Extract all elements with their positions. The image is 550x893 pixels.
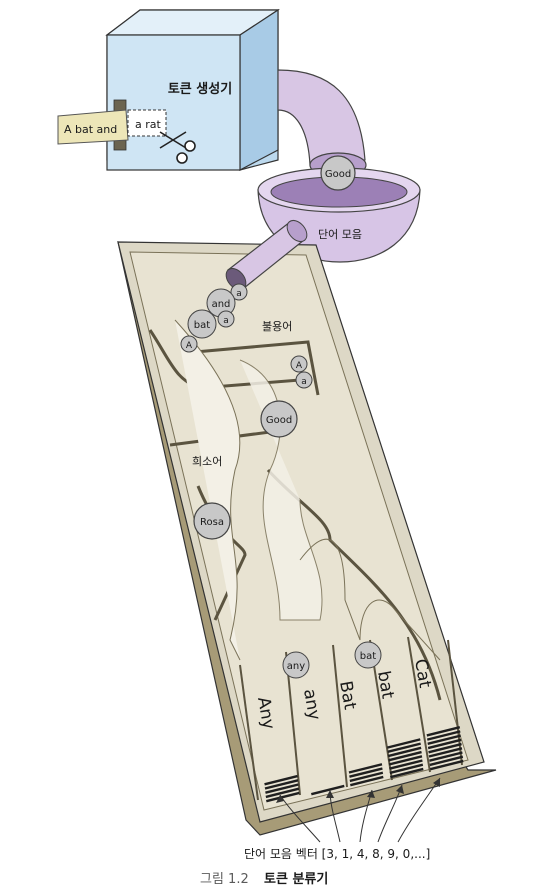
count-bar bbox=[389, 763, 424, 775]
stopwords-label: 불용어 bbox=[262, 320, 292, 333]
count-bar bbox=[389, 759, 423, 770]
svg-text:and: and bbox=[212, 299, 231, 310]
count-bar bbox=[387, 746, 422, 758]
svg-text:Good: Good bbox=[266, 415, 292, 426]
svg-text:A: A bbox=[186, 341, 193, 351]
slot-word-4: bat bbox=[373, 669, 398, 700]
svg-text:a: a bbox=[236, 289, 242, 299]
count-bar bbox=[428, 742, 462, 754]
count-bar bbox=[427, 738, 462, 750]
slot-tokens: any bat bbox=[282, 641, 382, 679]
vector-label: 단어 모음 벡터 [3, 1, 4, 8, 9, 0,...] bbox=[244, 847, 430, 861]
svg-text:A: A bbox=[296, 361, 303, 371]
count-bar bbox=[264, 774, 298, 786]
count-bar bbox=[264, 779, 299, 790]
caption-number: 그림 1.2 bbox=[200, 872, 249, 887]
count-bar bbox=[427, 734, 461, 746]
count-bar bbox=[429, 759, 464, 771]
pipe-token-A: A bbox=[180, 335, 198, 353]
svg-text:a: a bbox=[223, 316, 229, 326]
count-bar bbox=[265, 787, 300, 799]
slot-token-any: any bbox=[282, 651, 310, 679]
stop-token-A: A bbox=[290, 355, 308, 373]
count-bar-stacks bbox=[264, 726, 464, 803]
count-bar bbox=[266, 791, 300, 803]
count-bar bbox=[349, 771, 384, 783]
tokenizer-tube bbox=[277, 69, 366, 166]
sorting-board bbox=[117, 241, 497, 836]
count-bar bbox=[388, 750, 422, 762]
count-bar bbox=[348, 763, 383, 774]
stop-token-a: a bbox=[295, 371, 313, 389]
pipe-token-a-2: a bbox=[217, 310, 235, 328]
rare-words-label: 희소어 bbox=[192, 455, 222, 468]
count-bar bbox=[349, 767, 383, 778]
count-bar bbox=[311, 784, 345, 796]
count-bar bbox=[429, 751, 463, 762]
count-bar bbox=[265, 783, 299, 794]
rosa-token: Rosa bbox=[193, 502, 231, 540]
scissors-icon bbox=[159, 131, 196, 164]
pipe-token-bat: bat bbox=[187, 309, 217, 339]
stopword-tokens: A a bbox=[290, 355, 313, 389]
input-text-strip: A bat and a rat bbox=[57, 109, 167, 145]
pipe-token-a-1: a bbox=[230, 283, 248, 301]
bowl-token: Good bbox=[320, 155, 356, 191]
count-bar bbox=[428, 747, 463, 758]
count-bar bbox=[388, 755, 423, 766]
svg-text:bat: bat bbox=[360, 651, 376, 662]
count-bar bbox=[426, 730, 461, 741]
count-bar bbox=[429, 755, 464, 767]
svg-text:a: a bbox=[301, 377, 307, 387]
count-bar bbox=[390, 767, 424, 779]
svg-text:any: any bbox=[287, 661, 305, 672]
good-token: Good bbox=[260, 400, 298, 438]
count-bar bbox=[350, 775, 384, 787]
input-text-right: a rat bbox=[135, 118, 162, 131]
caption-title: 토큰 분류기 bbox=[264, 872, 328, 887]
svg-text:bat: bat bbox=[194, 320, 210, 331]
arrow-heads bbox=[276, 778, 440, 803]
svg-text:Rosa: Rosa bbox=[200, 517, 224, 528]
count-bar bbox=[387, 742, 421, 754]
slot-token-bat: bat bbox=[354, 641, 382, 669]
count-bar bbox=[426, 726, 461, 737]
count-bar bbox=[386, 738, 421, 749]
tokenizer-label: 토큰 생성기 bbox=[168, 82, 232, 97]
slot-word-3: Bat bbox=[335, 679, 360, 711]
bowl-label: 단어 모음 bbox=[318, 228, 362, 241]
input-text-left: A bat and bbox=[64, 123, 117, 136]
pipe-tokens: a and a bat A bbox=[180, 283, 248, 353]
svg-text:Good: Good bbox=[325, 169, 351, 180]
